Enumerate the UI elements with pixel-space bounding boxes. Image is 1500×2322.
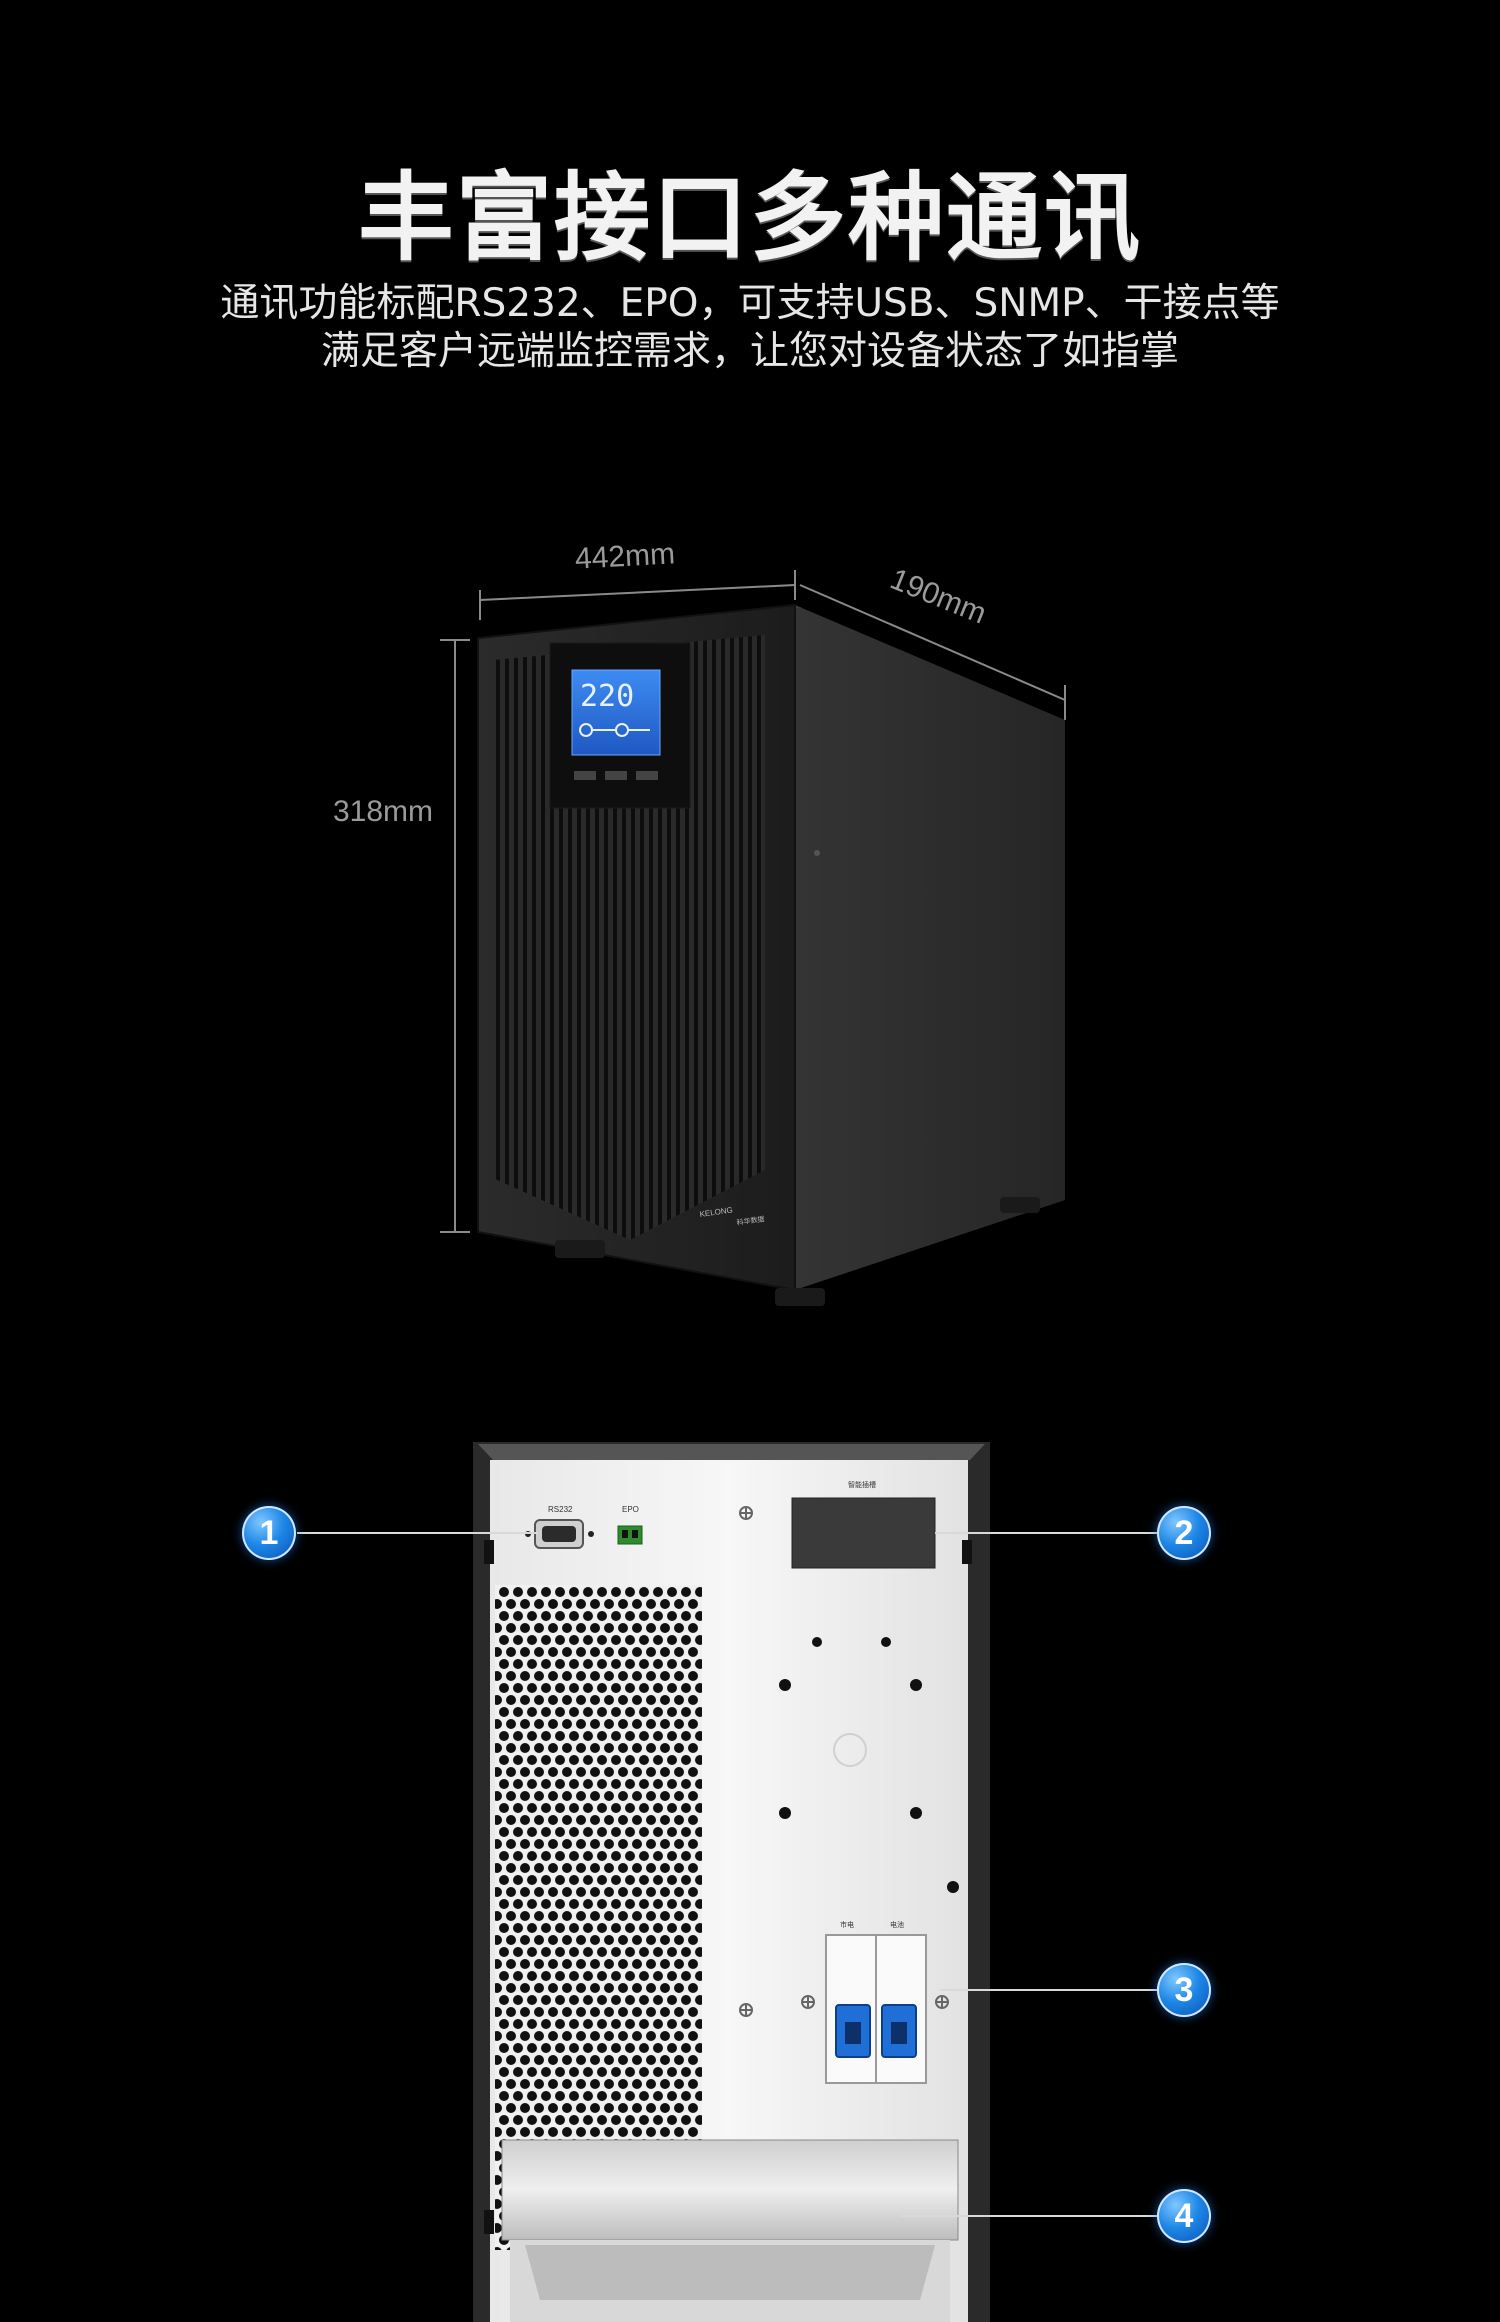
left-clip [484, 1540, 494, 1564]
side-screw [814, 850, 820, 856]
subtitle-line-1: 通讯功能标配RS232、EPO，可支持USB、SNMP、干接点等 [220, 281, 1280, 326]
dimension-lines [440, 570, 1066, 1233]
subtitle-line-2: 满足客户远端监控需求，让您对设备状态了如指掌 [320, 329, 1179, 374]
ups-side-face [795, 605, 1065, 1290]
page-subtitle: 通讯功能标配RS232、EPO，可支持USB、SNMP、干接点等 满足客户远端监… [0, 280, 1500, 376]
rear-chassis-top [478, 1444, 985, 1460]
callout-lines [297, 1532, 1160, 2217]
lcd-screen [571, 669, 661, 756]
panel-button-1 [574, 771, 596, 780]
knockout [833, 1733, 867, 1767]
rear-hex-vent [495, 1585, 702, 2250]
panel-button-3 [636, 771, 658, 780]
ups-rear-view: RS232 EPO 智能插槽 市电 电池 [297, 1442, 1160, 2322]
battery-access-plate [501, 2139, 959, 2241]
intelligent-slot [791, 1497, 936, 1569]
callout-4: 4 [1157, 2189, 1211, 2243]
mount-holes [779, 1637, 959, 1893]
breaker-left-label: 市电 [840, 1920, 854, 1929]
callout-2: 2 [1157, 1506, 1211, 1560]
port-rs232-label: RS232 [548, 1505, 573, 1514]
foot-front-right [775, 1288, 825, 1306]
page-title: 丰富接口多种通讯 [358, 162, 1142, 274]
port-epo-label: EPO [622, 1505, 639, 1514]
foot-front-left [555, 1240, 605, 1258]
panel-button-2 [605, 771, 627, 780]
foot-back-right [1000, 1197, 1040, 1213]
ups-front-view: 220 KELONG 科华数据 [440, 570, 1066, 1306]
left-clip-lower [484, 2210, 494, 2234]
callout-3: 3 [1157, 1963, 1211, 2017]
callout-1: 1 [242, 1506, 296, 1560]
lcd-flow-diagram [579, 723, 650, 737]
breaker-right-label: 电池 [890, 1920, 904, 1929]
brand-bottom: 科华数据 [736, 1214, 765, 1227]
dimension-height-label: 318mm [333, 795, 434, 828]
lcd-value: 220 [580, 679, 634, 714]
slot-label: 智能插槽 [848, 1480, 876, 1489]
right-clip [962, 1540, 972, 1564]
epo-port [617, 1525, 643, 1545]
